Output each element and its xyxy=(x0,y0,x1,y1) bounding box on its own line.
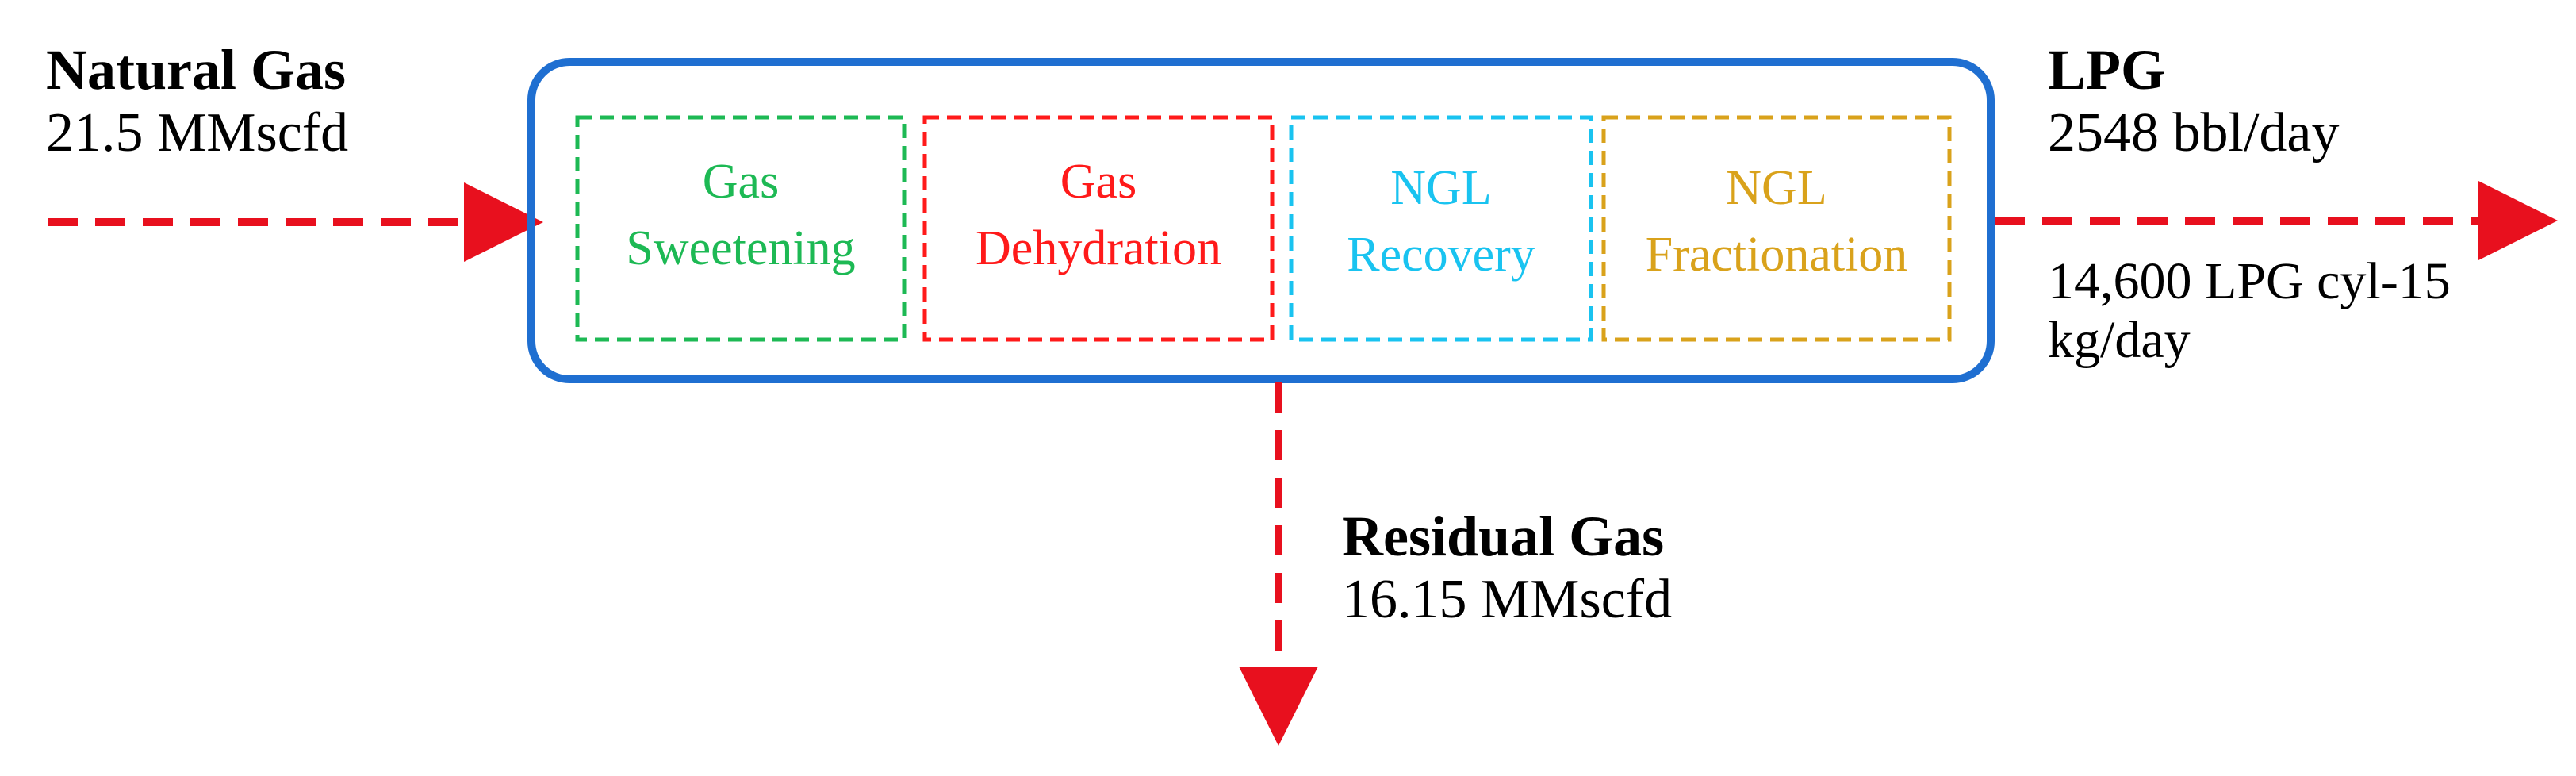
inlet-title: Natural Gas xyxy=(46,38,346,102)
stage-label-gas-dehydration: Gas Dehydration xyxy=(925,149,1272,282)
residual-gas-flow-value: 16.15 MMscfd xyxy=(1342,568,1673,630)
stage-box-ngl-fractionation xyxy=(1601,115,1952,342)
stage-line1: Gas xyxy=(702,155,780,209)
lpg-flow-value: 2548 bbl/day xyxy=(2048,102,2340,163)
stage-line2: Sweetening xyxy=(626,221,856,275)
lpg-title: LPG xyxy=(2048,38,2166,102)
lpg-label: LPG 2548 bbl/day xyxy=(2048,38,2339,164)
stage-label-ngl-fractionation: NGL Fractionation xyxy=(1604,156,1949,288)
stage-label-gas-sweetening: Gas Sweetening xyxy=(577,149,904,282)
stage-line1: NGL xyxy=(1726,161,1827,215)
stage-line1: NGL xyxy=(1390,161,1492,215)
stage-line2: Dehydration xyxy=(976,221,1221,275)
stage-line2: Recovery xyxy=(1347,227,1535,282)
stage-label-ngl-recovery: NGL Recovery xyxy=(1291,156,1591,288)
residual-gas-label: Residual Gas 16.15 MMscfd xyxy=(1342,505,1672,631)
lpg-note-line2: kg/day xyxy=(2048,310,2191,369)
stage-box-gas-sweetening xyxy=(575,115,907,342)
stage-line1: Gas xyxy=(1060,155,1137,209)
lpg-cylinder-note: 14,600 LPG cyl-15 kg/day xyxy=(2048,252,2451,370)
residual-gas-title: Residual Gas xyxy=(1342,505,1665,568)
lpg-note-line1: 14,600 LPG cyl-15 xyxy=(2048,252,2451,310)
stage-box-ngl-recovery xyxy=(1289,115,1593,342)
stage-line2: Fractionation xyxy=(1645,227,1908,282)
plant-boundary xyxy=(527,58,1995,383)
inlet-label: Natural Gas 21.5 MMscfd xyxy=(46,38,348,164)
inlet-flow-value: 21.5 MMscfd xyxy=(46,102,349,163)
stage-box-gas-dehydration xyxy=(922,115,1275,342)
